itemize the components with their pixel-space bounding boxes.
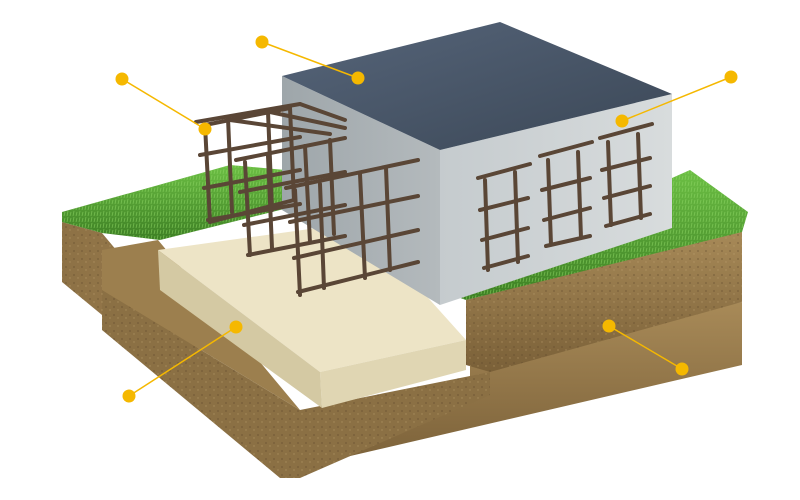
wall-front-face (440, 94, 672, 305)
callout-top-surface[interactable] (255, 35, 365, 85)
leader-line (121, 78, 206, 130)
marker-dot (602, 319, 616, 333)
marker-dot (615, 114, 629, 128)
marker-dot (198, 122, 212, 136)
leader-line (608, 325, 683, 370)
leader-line (261, 41, 359, 79)
pad-front (320, 340, 466, 408)
callout-concrete-pad[interactable] (122, 320, 243, 403)
marker-dot (675, 362, 689, 376)
marker-dot (122, 389, 136, 403)
leader-line (128, 326, 237, 397)
marker-dot (115, 72, 129, 86)
callout-concrete-wall[interactable] (615, 70, 738, 128)
trench-floor (102, 240, 300, 410)
marker-dot (255, 35, 269, 49)
marker-dot (724, 70, 738, 84)
callout-rebar-cage[interactable] (115, 72, 212, 136)
rebar-cages-left (194, 102, 420, 297)
wall-top-face (282, 22, 672, 150)
callout-soil[interactable] (602, 319, 689, 376)
marker-dot (229, 320, 243, 334)
marker-dot (351, 71, 365, 85)
wall-rebar (476, 122, 654, 272)
leader-line (621, 76, 732, 122)
